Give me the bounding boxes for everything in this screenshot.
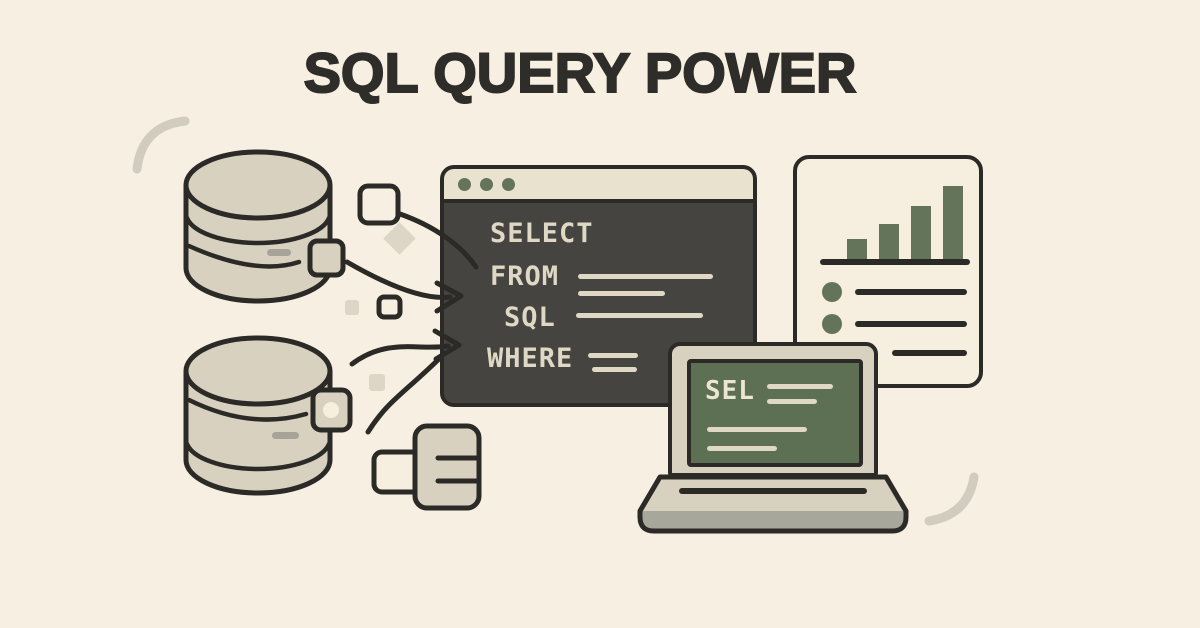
chart-bar — [911, 206, 931, 259]
database-top — [183, 335, 333, 407]
laptop-base — [637, 474, 909, 534]
code-line — [588, 353, 638, 358]
table-connector-icon — [371, 423, 482, 511]
sql-keyword-where: WHERE — [487, 343, 574, 374]
square-outline-large — [357, 183, 401, 226]
laptop-base-outline — [637, 474, 909, 534]
doc-line — [892, 350, 967, 356]
laptop-screen-text: SEL — [705, 376, 755, 406]
database-icon-bottom — [183, 335, 353, 496]
window-dot-icon — [458, 177, 471, 191]
code-line — [592, 367, 637, 372]
chart-bar — [879, 224, 899, 259]
arrow-shaft — [344, 259, 453, 300]
laptop-base-strip — [640, 511, 906, 531]
database-body — [183, 185, 333, 304]
bar-chart — [820, 179, 970, 259]
window-dot-icon — [502, 177, 515, 191]
decorative-arc-top-left — [132, 116, 190, 174]
code-line — [576, 313, 703, 318]
database-top — [183, 149, 333, 221]
square-filled-small — [345, 300, 359, 315]
database-body — [183, 371, 333, 496]
sql-keyword-from: FROM — [490, 261, 560, 292]
database-band — [186, 243, 302, 269]
database-band — [184, 441, 332, 472]
laptop-icon: SEL — [630, 342, 920, 542]
flow-curve-lower — [365, 351, 447, 435]
connector-body — [412, 423, 482, 511]
screen-line — [707, 427, 807, 432]
diamond-shape — [383, 222, 416, 255]
bullet-dot-icon — [822, 282, 842, 302]
database-node-badge — [310, 387, 353, 433]
bullet-dot-icon — [822, 314, 842, 334]
laptop-screen: SEL — [687, 359, 863, 467]
sql-keyword-select: SELECT — [490, 218, 594, 249]
database-band — [184, 215, 332, 246]
chart-bar — [943, 186, 963, 259]
decorative-arc-bottom-right — [924, 472, 979, 526]
connector-tab — [371, 449, 423, 495]
code-line — [578, 274, 713, 279]
sql-keyword-sql: SQL — [504, 302, 556, 333]
page-title: SQL QUERY POWER — [303, 40, 858, 105]
doc-line — [855, 289, 967, 295]
square-outline-small — [376, 294, 403, 320]
screen-line — [767, 399, 817, 404]
badge-dot — [323, 402, 339, 418]
window-titlebar — [444, 169, 753, 203]
chart-bar — [847, 239, 867, 259]
arrow-shaft — [349, 343, 451, 367]
doc-line — [855, 321, 967, 327]
database-band — [186, 397, 309, 422]
laptop-bezel: SEL — [668, 342, 878, 477]
database-node-badge — [307, 238, 346, 278]
database-dash — [267, 249, 291, 256]
square-filled-small — [369, 374, 385, 391]
screen-line — [707, 446, 777, 451]
window-dot-icon — [480, 177, 493, 191]
database-icon-top — [183, 149, 346, 304]
chart-axis-line — [820, 259, 970, 265]
code-line — [578, 291, 665, 296]
database-dash — [272, 432, 299, 439]
screen-line — [767, 384, 833, 389]
